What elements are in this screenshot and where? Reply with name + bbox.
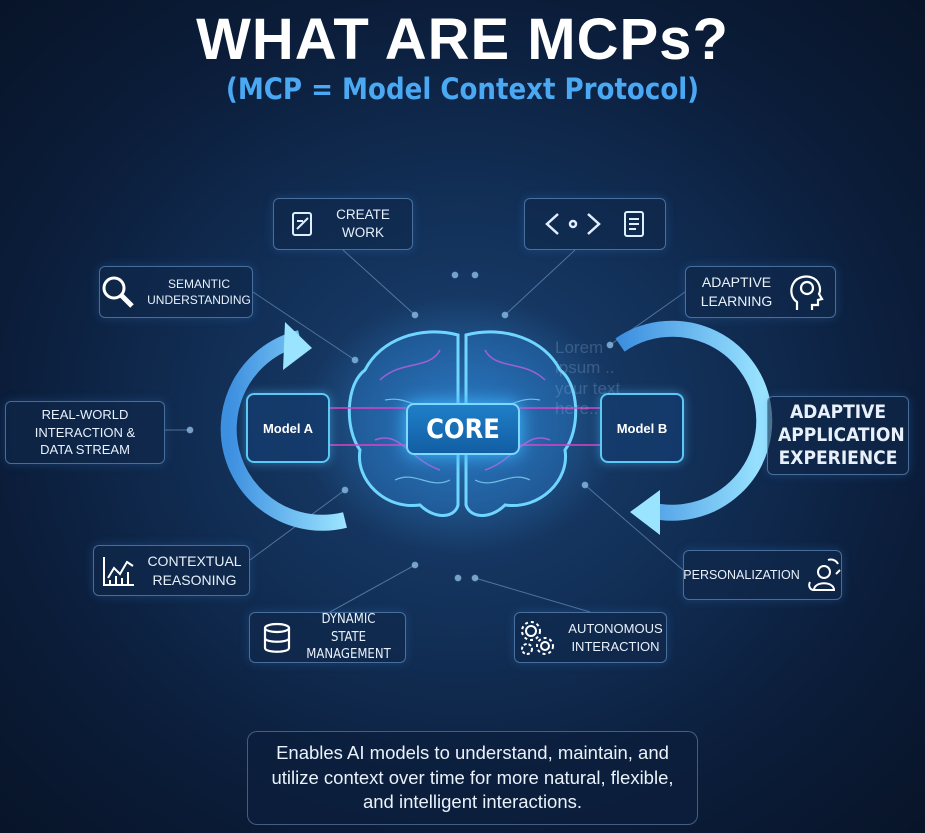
user-sync-icon [807, 558, 841, 591]
semantic-label: SEMANTIC UNDERSTANDING [147, 276, 251, 307]
adaptive-app-label: ADAPTIVE APPLICATION EXPERIENCE [778, 401, 905, 469]
core-node: CORE [406, 403, 520, 455]
gears-icon [520, 620, 554, 655]
real-world-label: REAL-WORLD INTERACTION & DATA STREAM [34, 407, 136, 458]
head-brain-icon [789, 275, 824, 310]
feature-create-work: CREATE WORK [273, 198, 413, 250]
dynamic-state-label: DYNAMIC STATE MANAGEMENT [306, 612, 391, 663]
feature-code [524, 198, 666, 250]
cycle-arrow-right [615, 320, 773, 521]
model-b-label: Model B [616, 420, 668, 436]
document-icon [624, 211, 644, 237]
personalization-label: PERSONALIZATION [683, 567, 800, 582]
feature-real-world-interaction: REAL-WORLD INTERACTION & DATA STREAM [5, 401, 165, 464]
contextual-label: CONTEXTUAL REASONING [147, 552, 242, 588]
feature-semantic-understanding: SEMANTIC UNDERSTANDING [99, 266, 253, 318]
model-a-node: Model A [246, 393, 330, 463]
page-title: WHAT ARE MCPs? [196, 7, 729, 72]
model-b-node: Model B [600, 393, 684, 463]
code-icon [545, 213, 601, 235]
description-text: Enables AI models to understand, maintai… [271, 741, 674, 813]
chart-icon [103, 556, 134, 586]
autonomous-label: AUTONOMOUS INTERACTION [568, 620, 663, 654]
magnifier-icon [102, 276, 134, 308]
document-edit-icon [292, 212, 312, 236]
feature-adaptive-application-experience: ADAPTIVE APPLICATION EXPERIENCE [767, 396, 909, 475]
database-icon [263, 622, 290, 653]
feature-personalization: PERSONALIZATION [683, 550, 842, 600]
adaptive-learning-label: ADAPTIVE LEARNING [700, 274, 773, 309]
core-label: CORE [426, 413, 500, 445]
brain-icon [302, 295, 622, 555]
page-subtitle: (MCP = Model Context Protocol) [225, 72, 700, 106]
feature-autonomous-interaction: AUTONOMOUS INTERACTION [514, 612, 667, 663]
feature-adaptive-learning: ADAPTIVE LEARNING [685, 266, 836, 318]
feature-contextual-reasoning: CONTEXTUAL REASONING [93, 545, 250, 596]
feature-dynamic-state-management: DYNAMIC STATE MANAGEMENT [249, 612, 406, 663]
description-box: Enables AI models to understand, maintai… [247, 731, 698, 825]
create-work-label: CREATE WORK [336, 206, 390, 240]
model-a-label: Model A [262, 420, 314, 436]
cycle-arrow-left [220, 330, 347, 531]
